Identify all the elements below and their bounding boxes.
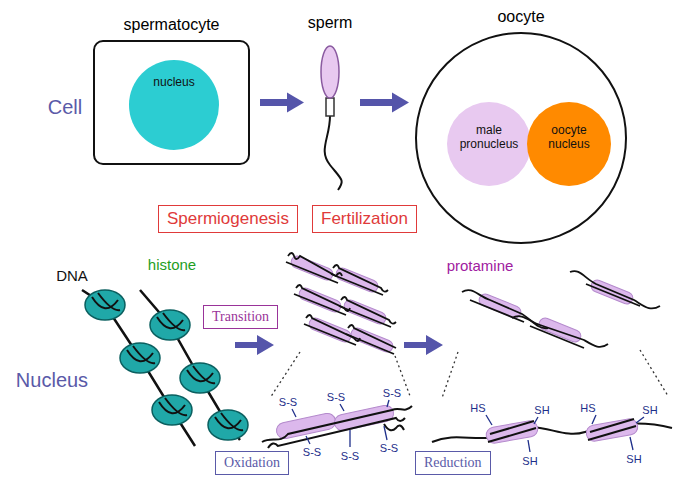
bond-label: HS [470,402,485,414]
bond-label: SH [534,404,549,416]
protamine-cluster [286,253,396,354]
process-arrow [260,93,304,113]
node-label: Spermiogenesis [167,208,289,230]
bond-label: S-S [380,442,398,454]
bond-label: S-S [327,391,345,403]
bond-label: S-S [303,446,321,458]
bond-label: SH [522,455,537,467]
heading: spermatocyte [123,16,219,34]
heading: sperm [308,14,352,32]
process-box: Fertilization [312,205,417,233]
part-label: protamine [447,258,514,275]
node-label: Transition [212,308,269,326]
node-label: oocyte nucleus [534,124,604,152]
arrow-head [287,93,304,113]
nucleus-circle: oocyte nucleus [527,102,611,186]
protamine-dna-separated [462,271,660,348]
node-label: Oxidation [224,454,280,472]
arrow-shaft [360,99,393,106]
nucleus-circle: nucleus [129,60,219,150]
node-label: Reduction [424,454,482,472]
bond-label: SH [642,404,657,416]
arrow-shaft [260,99,288,106]
pronucleus-circle: male pronucleus [447,102,531,186]
node-label: Fertilization [321,208,408,230]
reduced-protamine [432,415,672,452]
bond-label: S-S [279,396,297,408]
bond-label: SH [626,453,641,465]
process-arrow [404,335,443,355]
heading: oocyte [497,8,544,26]
sperm-drawing [321,46,342,190]
zoom-lines [270,350,668,398]
step-box: Transition [203,305,278,329]
bond-label: S-S [341,450,359,462]
process-arrow [360,93,409,113]
node-label: nucleus [134,76,214,90]
bond-label: S-S [383,387,401,399]
part-label: DNA [56,268,88,285]
sperm-cell: sperm [310,40,350,165]
oocyte-circle: oocytemale pronucleusoocyte nucleus [415,32,627,244]
cell-box: spermatocytenucleus [93,40,250,165]
row-label: Nucleus [16,369,88,391]
step-box: Oxidation [215,451,289,475]
process-box: Spermiogenesis [158,205,298,233]
arrow-head [392,93,409,113]
node-label: male pronucleus [454,124,524,152]
step-box: Reduction [415,451,491,475]
part-label: histone [148,257,196,274]
process-arrow [235,335,274,355]
row-label: Cell [48,96,82,118]
bond-label: HS [580,402,595,414]
